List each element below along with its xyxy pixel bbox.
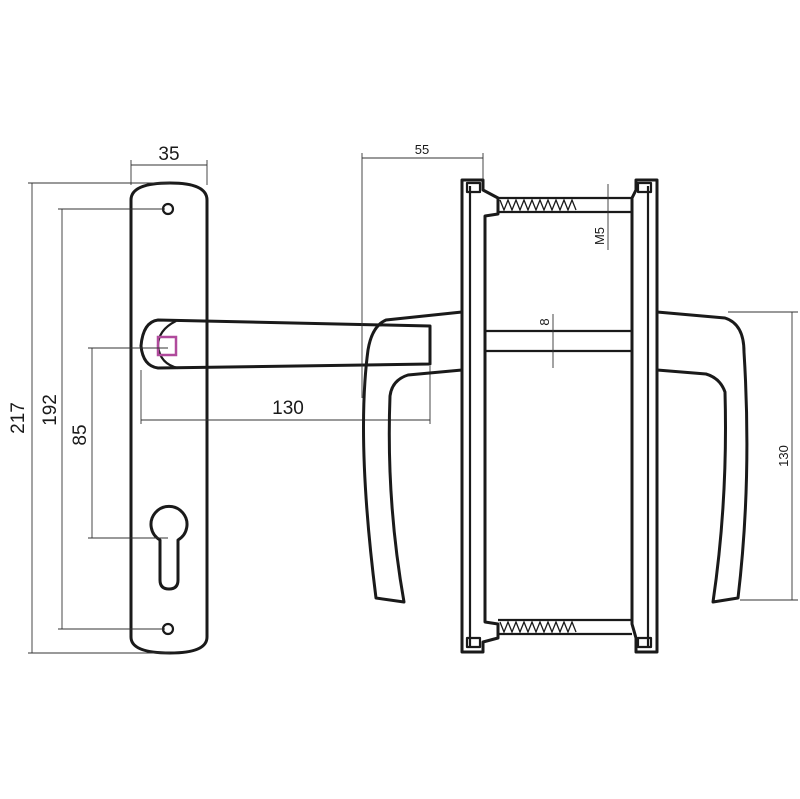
left-plate-outline [460, 178, 500, 654]
spindle-bar [485, 329, 632, 353]
side-view [362, 178, 749, 654]
spindle-label: 8 [537, 318, 552, 325]
hole-spacing-label: 192 [40, 394, 61, 426]
backset-label: 85 [70, 424, 91, 445]
plate-width-label: 35 [158, 144, 179, 165]
right-plate-outline [630, 178, 659, 654]
spindle-square [156, 335, 178, 357]
gap-label: 55 [415, 142, 429, 157]
cylinder-keyhole [149, 504, 189, 591]
side-dimensions: 55 M5 8 130 [361, 142, 798, 601]
total-height-label: 217 [8, 402, 29, 434]
screw-label: M5 [592, 227, 607, 245]
front-dimensions: 35 217 192 85 130 [8, 144, 431, 654]
back-plate [129, 181, 209, 655]
lever-length-label: 130 [272, 398, 304, 419]
bottom-screw-spring [498, 618, 632, 636]
handle-height-label: 130 [776, 445, 791, 467]
left-lever-side [362, 310, 464, 604]
top-screw-spring [498, 196, 632, 214]
right-lever-side [655, 310, 749, 604]
lever-front [139, 318, 432, 370]
